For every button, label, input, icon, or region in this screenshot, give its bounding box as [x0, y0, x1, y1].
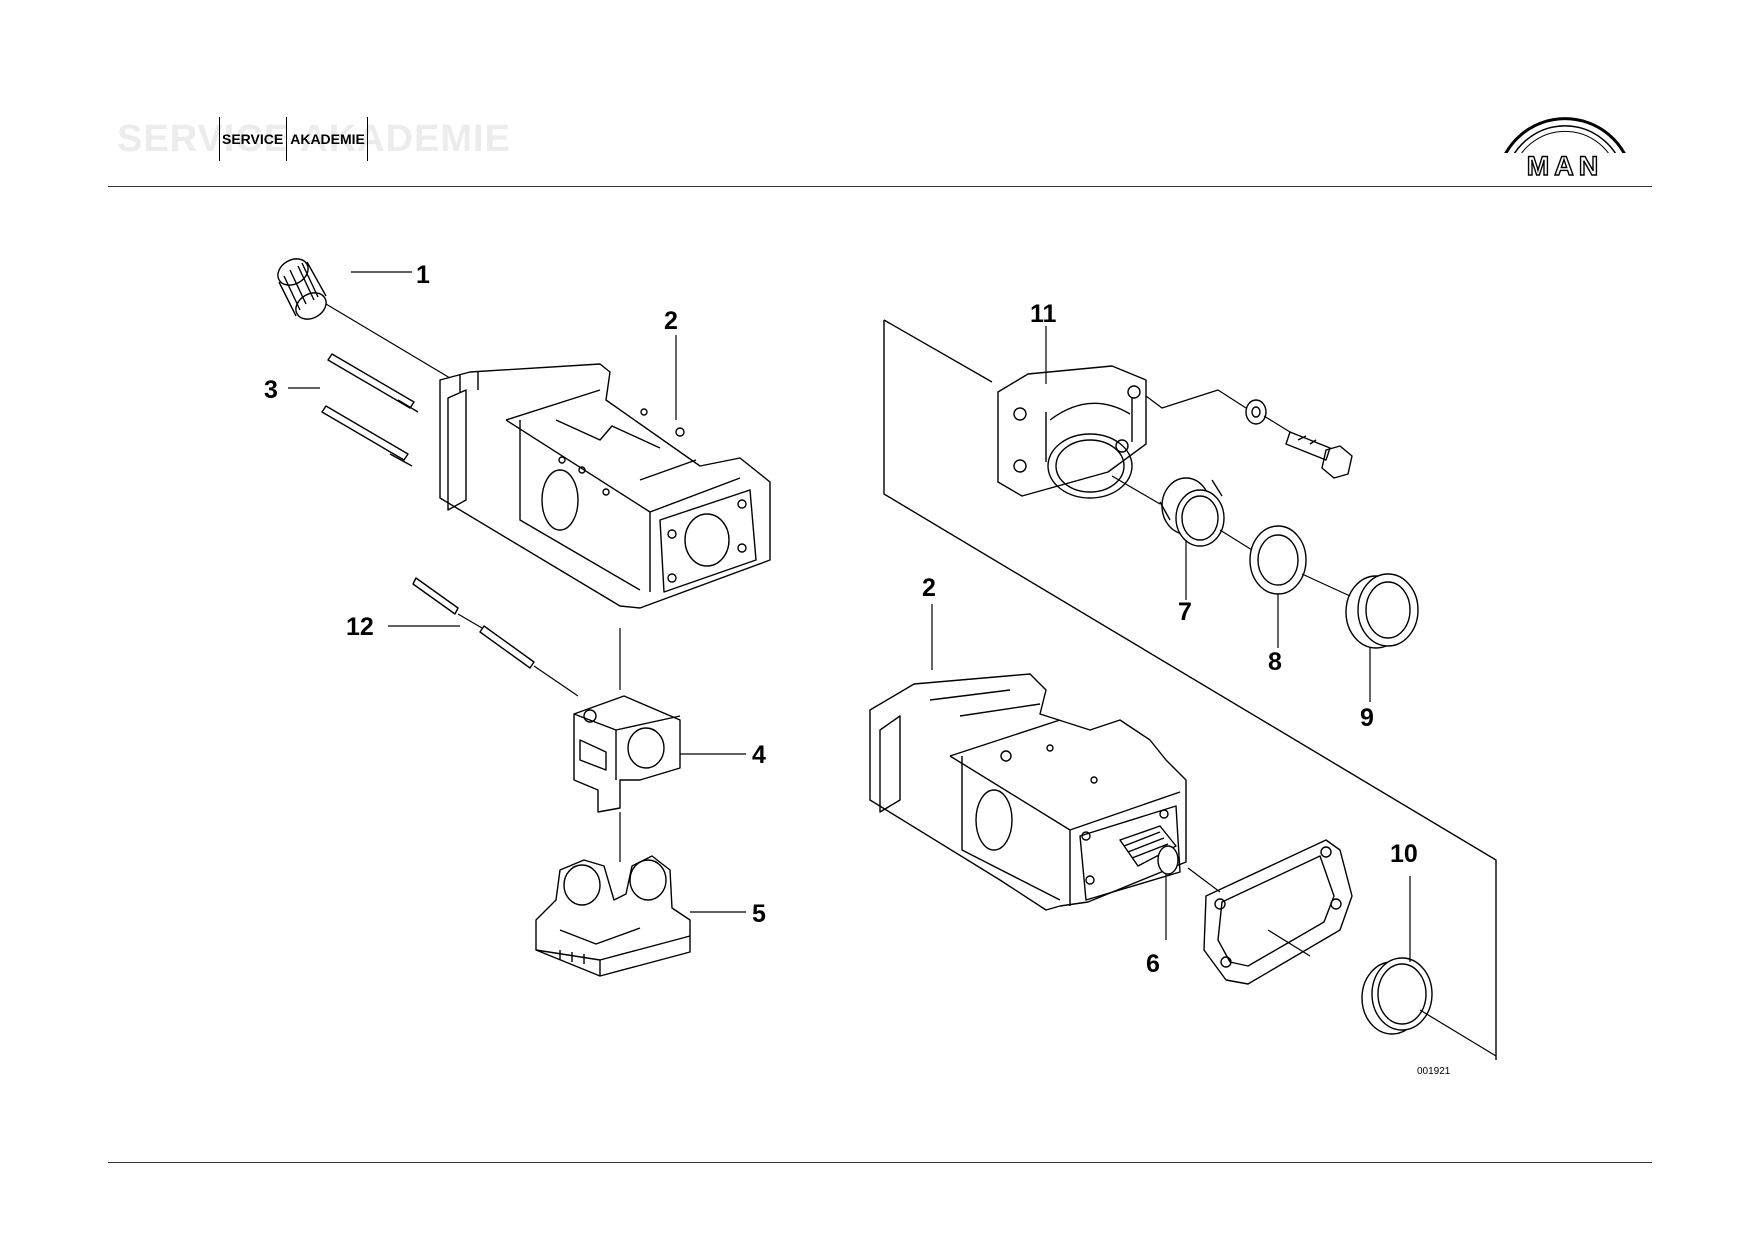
header-rule: [108, 186, 1652, 187]
washer-and-bolt: [1245, 399, 1353, 479]
part-2-housing-bottom: [869, 673, 1187, 911]
part-5-bracket: [535, 855, 691, 977]
brand-ghost-text: SERVICE AKADEMIE: [117, 118, 511, 160]
part-4-shift-block: [573, 695, 681, 813]
part-12-pin: [412, 577, 535, 669]
part-9-shaft-seal: [1345, 573, 1419, 649]
callout-12: 12: [346, 613, 374, 641]
part-2-housing-top: [439, 363, 771, 609]
man-logo: MAN: [1495, 117, 1635, 179]
callout-4: 4: [752, 741, 766, 769]
part-1-splined-sleeve: [277, 258, 327, 320]
part-7-bushing: [1159, 477, 1225, 547]
callout-8: 8: [1268, 648, 1282, 676]
callout-1: 1: [416, 261, 430, 289]
logo-text: MAN: [1527, 151, 1604, 179]
callout-7: 7: [1178, 598, 1192, 626]
part-10-cap: [1361, 957, 1433, 1035]
drawing-number: 001921: [1417, 1066, 1451, 1077]
callout-9: 9: [1360, 704, 1374, 732]
part-3-rods: [321, 353, 419, 467]
brand-label-part2: AKADEMIE: [286, 117, 365, 161]
footer-rule: [108, 1162, 1652, 1163]
callout-11: 11: [1030, 300, 1057, 328]
callout-10: 10: [1390, 840, 1418, 868]
gasket: [1203, 839, 1353, 985]
subassembly-frame: [883, 319, 1497, 1060]
part-8-seal-ring: [1249, 525, 1307, 595]
callout-6: 6: [1146, 950, 1160, 978]
callout-2-top: 2: [664, 307, 678, 335]
brand-label-part1: SERVICE: [222, 131, 284, 147]
part-11-cover-flange: [997, 365, 1147, 499]
callout-2-bottom: 2: [922, 574, 936, 602]
brand-label: SERVICE AKADEMIE: [219, 117, 368, 161]
leader-lines: [288, 271, 1497, 1057]
callout-3: 3: [264, 376, 278, 404]
callout-5: 5: [752, 900, 766, 928]
